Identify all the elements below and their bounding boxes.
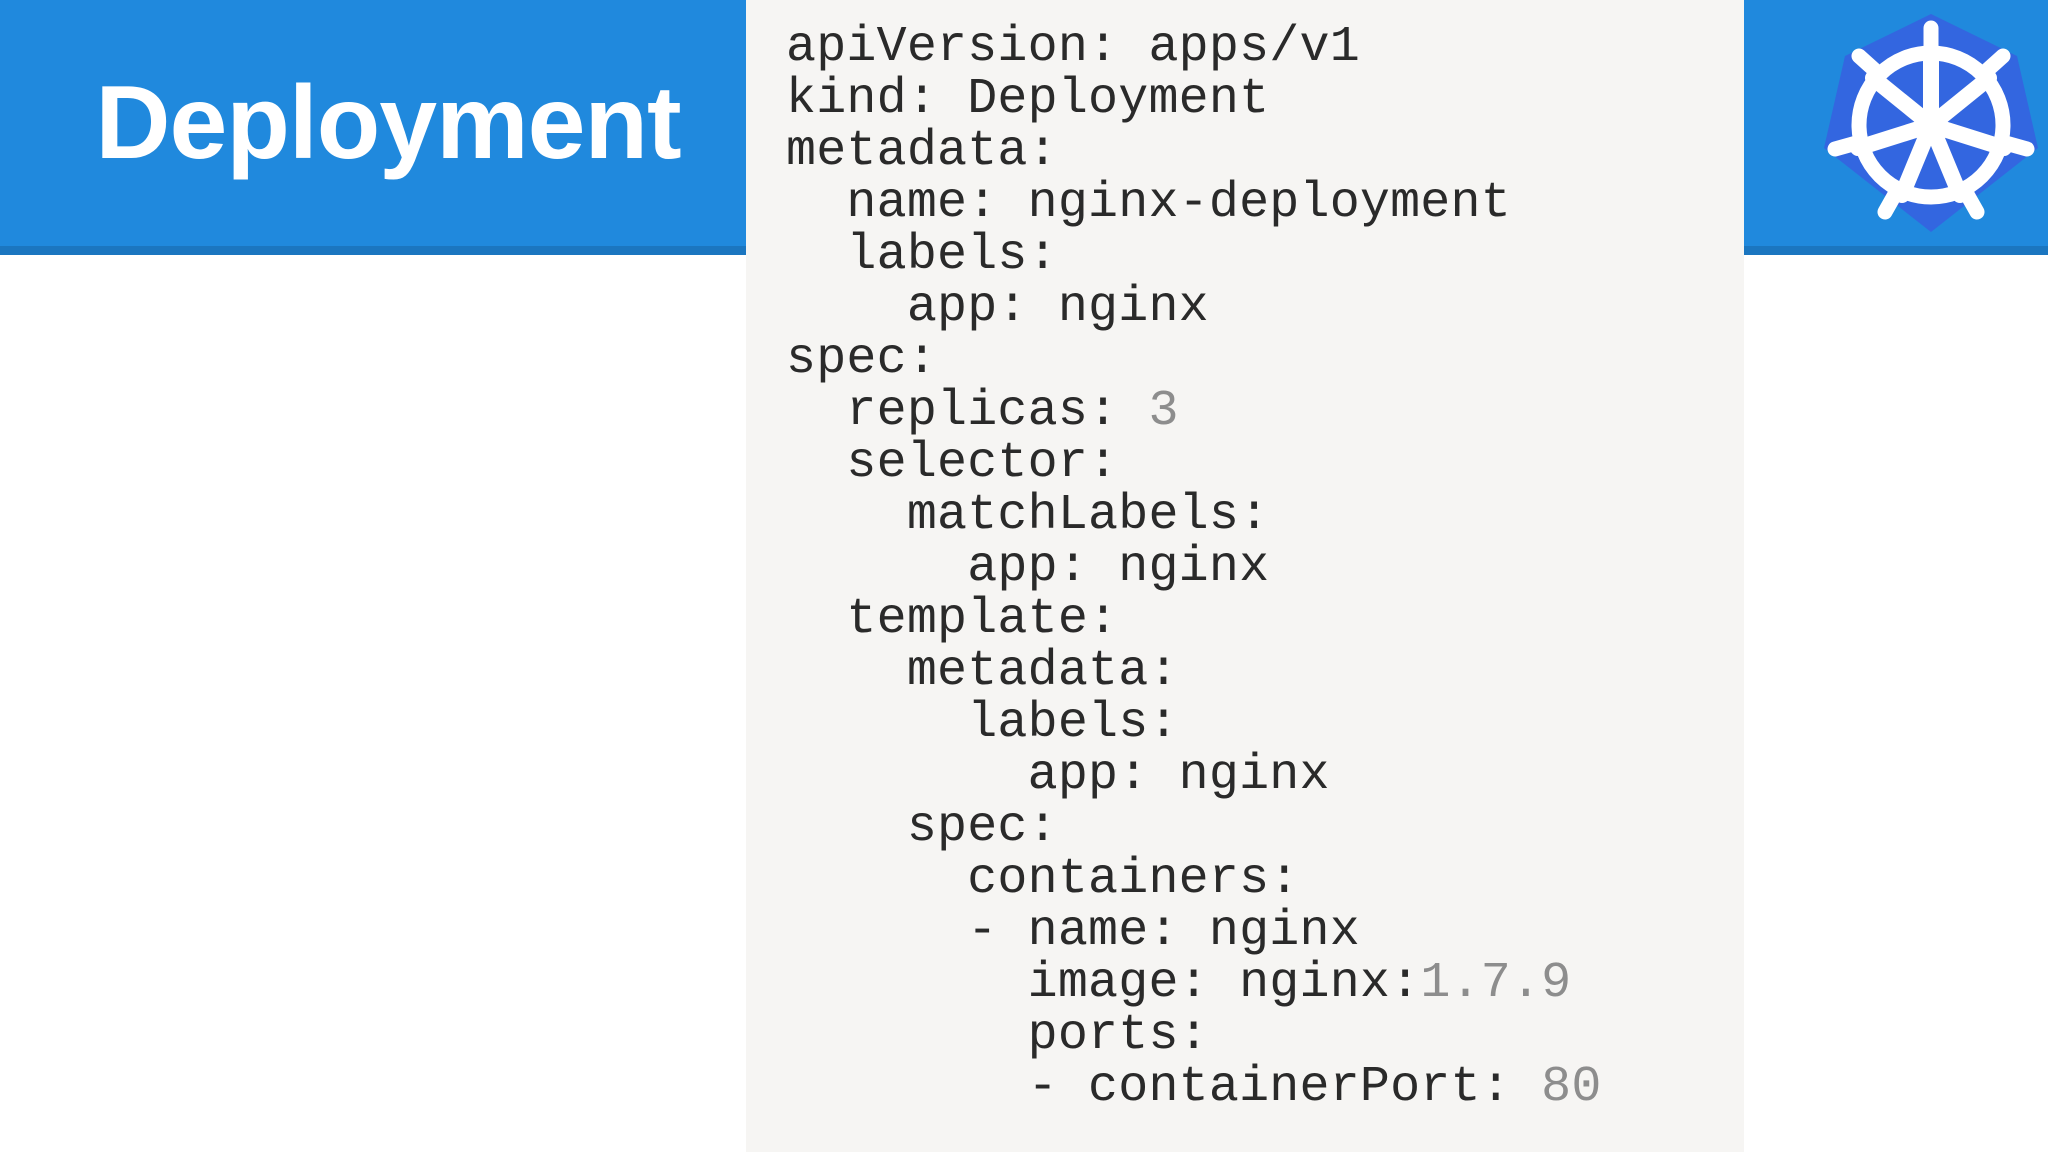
code-line-text: metadata:: [786, 123, 1058, 180]
code-line: metadata:: [786, 126, 1744, 178]
code-line: selector:: [786, 438, 1744, 490]
code-line-text: app: nginx: [786, 539, 1270, 596]
code-line: replicas: 3: [786, 386, 1744, 438]
code-line: apiVersion: apps/v1: [786, 22, 1744, 74]
code-line: labels:: [786, 230, 1744, 282]
code-line: - containerPort: 80: [786, 1062, 1744, 1114]
code-line: spec:: [786, 802, 1744, 854]
code-line: ports:: [786, 1010, 1744, 1062]
code-line-value: 3: [1148, 383, 1179, 440]
code-line: app: nginx: [786, 750, 1744, 802]
wheel-spokes: [1850, 42, 2012, 203]
code-line-text: replicas:: [786, 383, 1149, 440]
code-line: metadata:: [786, 646, 1744, 698]
code-line: app: nginx: [786, 542, 1744, 594]
code-line: matchLabels:: [786, 490, 1744, 542]
code-line-text: labels:: [786, 695, 1179, 752]
page-title: Deployment: [95, 65, 681, 181]
code-line-text: app: nginx: [786, 747, 1330, 804]
code-line: kind: Deployment: [786, 74, 1744, 126]
wheel-handles: [1827, 20, 2035, 220]
code-line-text: labels:: [786, 227, 1058, 284]
code-line-text: template:: [786, 591, 1119, 648]
code-line: template:: [786, 594, 1744, 646]
code-line-text: image: nginx:: [786, 955, 1421, 1012]
code-line: containers:: [786, 854, 1744, 906]
code-line-text: spec:: [786, 331, 938, 388]
code-line-value: 80: [1541, 1059, 1602, 1116]
code-line-text: kind: Deployment: [786, 71, 1270, 128]
code-line-text: matchLabels:: [786, 487, 1270, 544]
code-line: spec:: [786, 334, 1744, 386]
code-line: - name: nginx: [786, 906, 1744, 958]
code-line-text: containers:: [786, 851, 1300, 908]
code-line: app: nginx: [786, 282, 1744, 334]
code-line: name: nginx-deployment: [786, 178, 1744, 230]
code-line-text: app: nginx: [786, 279, 1209, 336]
kubernetes-logo-icon: [1818, 8, 2044, 238]
code-line-text: selector:: [786, 435, 1119, 492]
code-line-text: metadata:: [786, 643, 1179, 700]
code-line-value: 1.7.9: [1420, 955, 1572, 1012]
code-line-text: - name: nginx: [786, 903, 1360, 960]
code-line: image: nginx:1.7.9: [786, 958, 1744, 1010]
logo-banner-shadow: [1744, 246, 2048, 255]
code-line-text: name: nginx-deployment: [786, 175, 1511, 232]
title-banner-shadow: [0, 246, 746, 255]
title-banner: [0, 0, 746, 246]
code-line: labels:: [786, 698, 1744, 750]
code-line-text: ports:: [786, 1007, 1209, 1064]
code-line-text: - containerPort:: [786, 1059, 1542, 1116]
code-line-text: spec:: [786, 799, 1058, 856]
code-line-text: apiVersion: apps/v1: [786, 19, 1360, 76]
